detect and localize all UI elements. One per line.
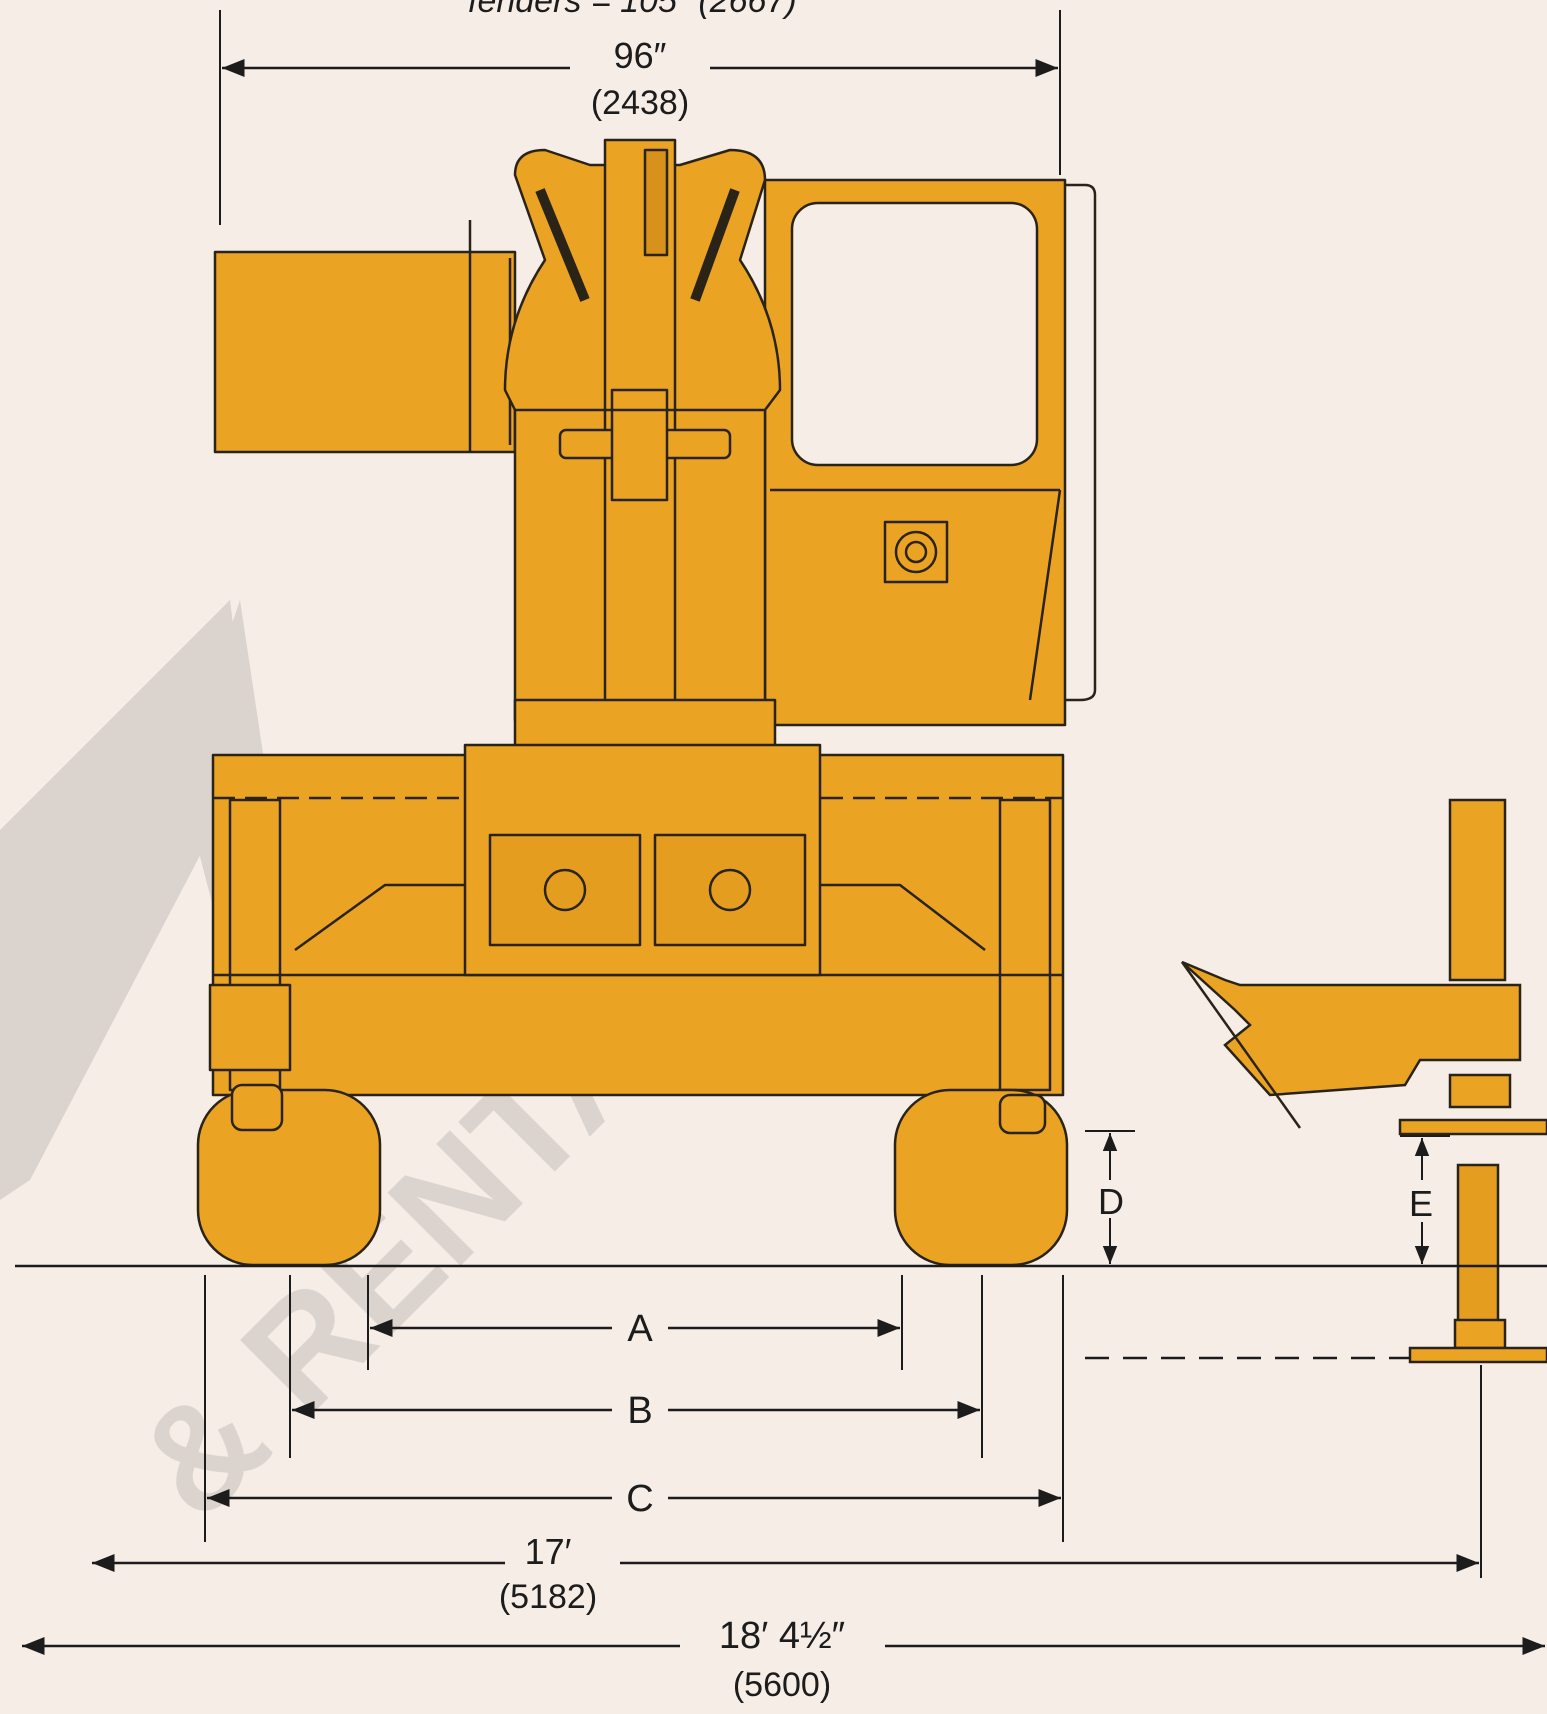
- dimension-18ft: 18′ 4½″ (5600): [22, 1615, 1545, 1704]
- wheel-hub-left: [230, 1083, 284, 1132]
- dimension-a: A: [370, 1308, 900, 1350]
- outrigger-bracket-left: [208, 983, 292, 1072]
- drive-unit-left: [488, 833, 642, 947]
- cab-window: [790, 201, 1039, 467]
- dimension-c: C: [207, 1478, 1061, 1520]
- boom-cable-left: [535, 188, 590, 302]
- header-partial-text: fenders = 105" (2667): [468, 0, 797, 20]
- drive-hub-left: [543, 868, 587, 912]
- watermark-shape-1: [0, 600, 250, 1200]
- wheel-left: [196, 1088, 382, 1267]
- outrigger-foot: [1453, 1318, 1507, 1350]
- dimension-17ft-metric: (5182): [499, 1578, 597, 1616]
- wheel-hub-right: [998, 1093, 1047, 1135]
- drive-hub-right: [708, 868, 752, 912]
- outrigger-pad-top: [1448, 1073, 1512, 1109]
- cab-gauge-ring: [894, 530, 938, 574]
- outrigger-beam: [1181, 960, 1522, 1097]
- cab-door-edge: [1028, 489, 1062, 701]
- outrigger-foot-plate: [1408, 1346, 1547, 1364]
- boom-sheave-lower: [610, 388, 669, 502]
- chassis-brace-left: [294, 883, 465, 952]
- top-width-imperial: 96″: [614, 35, 667, 76]
- outrigger-beam-edge: [1180, 961, 1302, 1129]
- cab-handrail: [1065, 183, 1097, 702]
- cab-gauge-center: [904, 540, 928, 564]
- outrigger-detail: [1180, 798, 1547, 1364]
- boom-cable-right: [690, 188, 740, 302]
- dimension-a-label: A: [627, 1308, 653, 1350]
- width-extension-lines: [204, 1275, 1482, 1578]
- top-width-dimension: 96″ (2438): [219, 10, 1061, 225]
- outrigger-jack-plate: [1398, 1118, 1547, 1136]
- dimension-b: B: [292, 1390, 980, 1432]
- crane-machine: [196, 138, 1097, 1267]
- outrigger-post: [1448, 798, 1507, 982]
- boom-base: [513, 698, 777, 752]
- boom-sheave-top: [643, 148, 669, 257]
- dimension-18ft-imperial: 18′ 4½″: [719, 1615, 845, 1657]
- dimension-17ft-imperial: 17′: [525, 1531, 572, 1572]
- dimension-d: D: [1085, 1130, 1135, 1264]
- dimension-e-label: E: [1409, 1183, 1433, 1224]
- chassis-brace-right: [820, 883, 986, 951]
- outrigger-jack-cylinder: [1456, 1163, 1500, 1332]
- chassis-right-column: [998, 798, 1052, 1092]
- dimension-b-label: B: [627, 1390, 652, 1432]
- dimension-18ft-metric: (5600): [733, 1666, 831, 1704]
- drive-unit-right: [653, 833, 807, 947]
- dimension-d-label: D: [1098, 1181, 1124, 1222]
- dimension-c-label: C: [626, 1478, 653, 1520]
- dimension-17ft: 17′ (5182): [92, 1531, 1479, 1616]
- top-width-metric: (2438): [591, 84, 689, 122]
- counterweight-box: [213, 250, 517, 454]
- dimension-e: E: [1400, 1135, 1450, 1264]
